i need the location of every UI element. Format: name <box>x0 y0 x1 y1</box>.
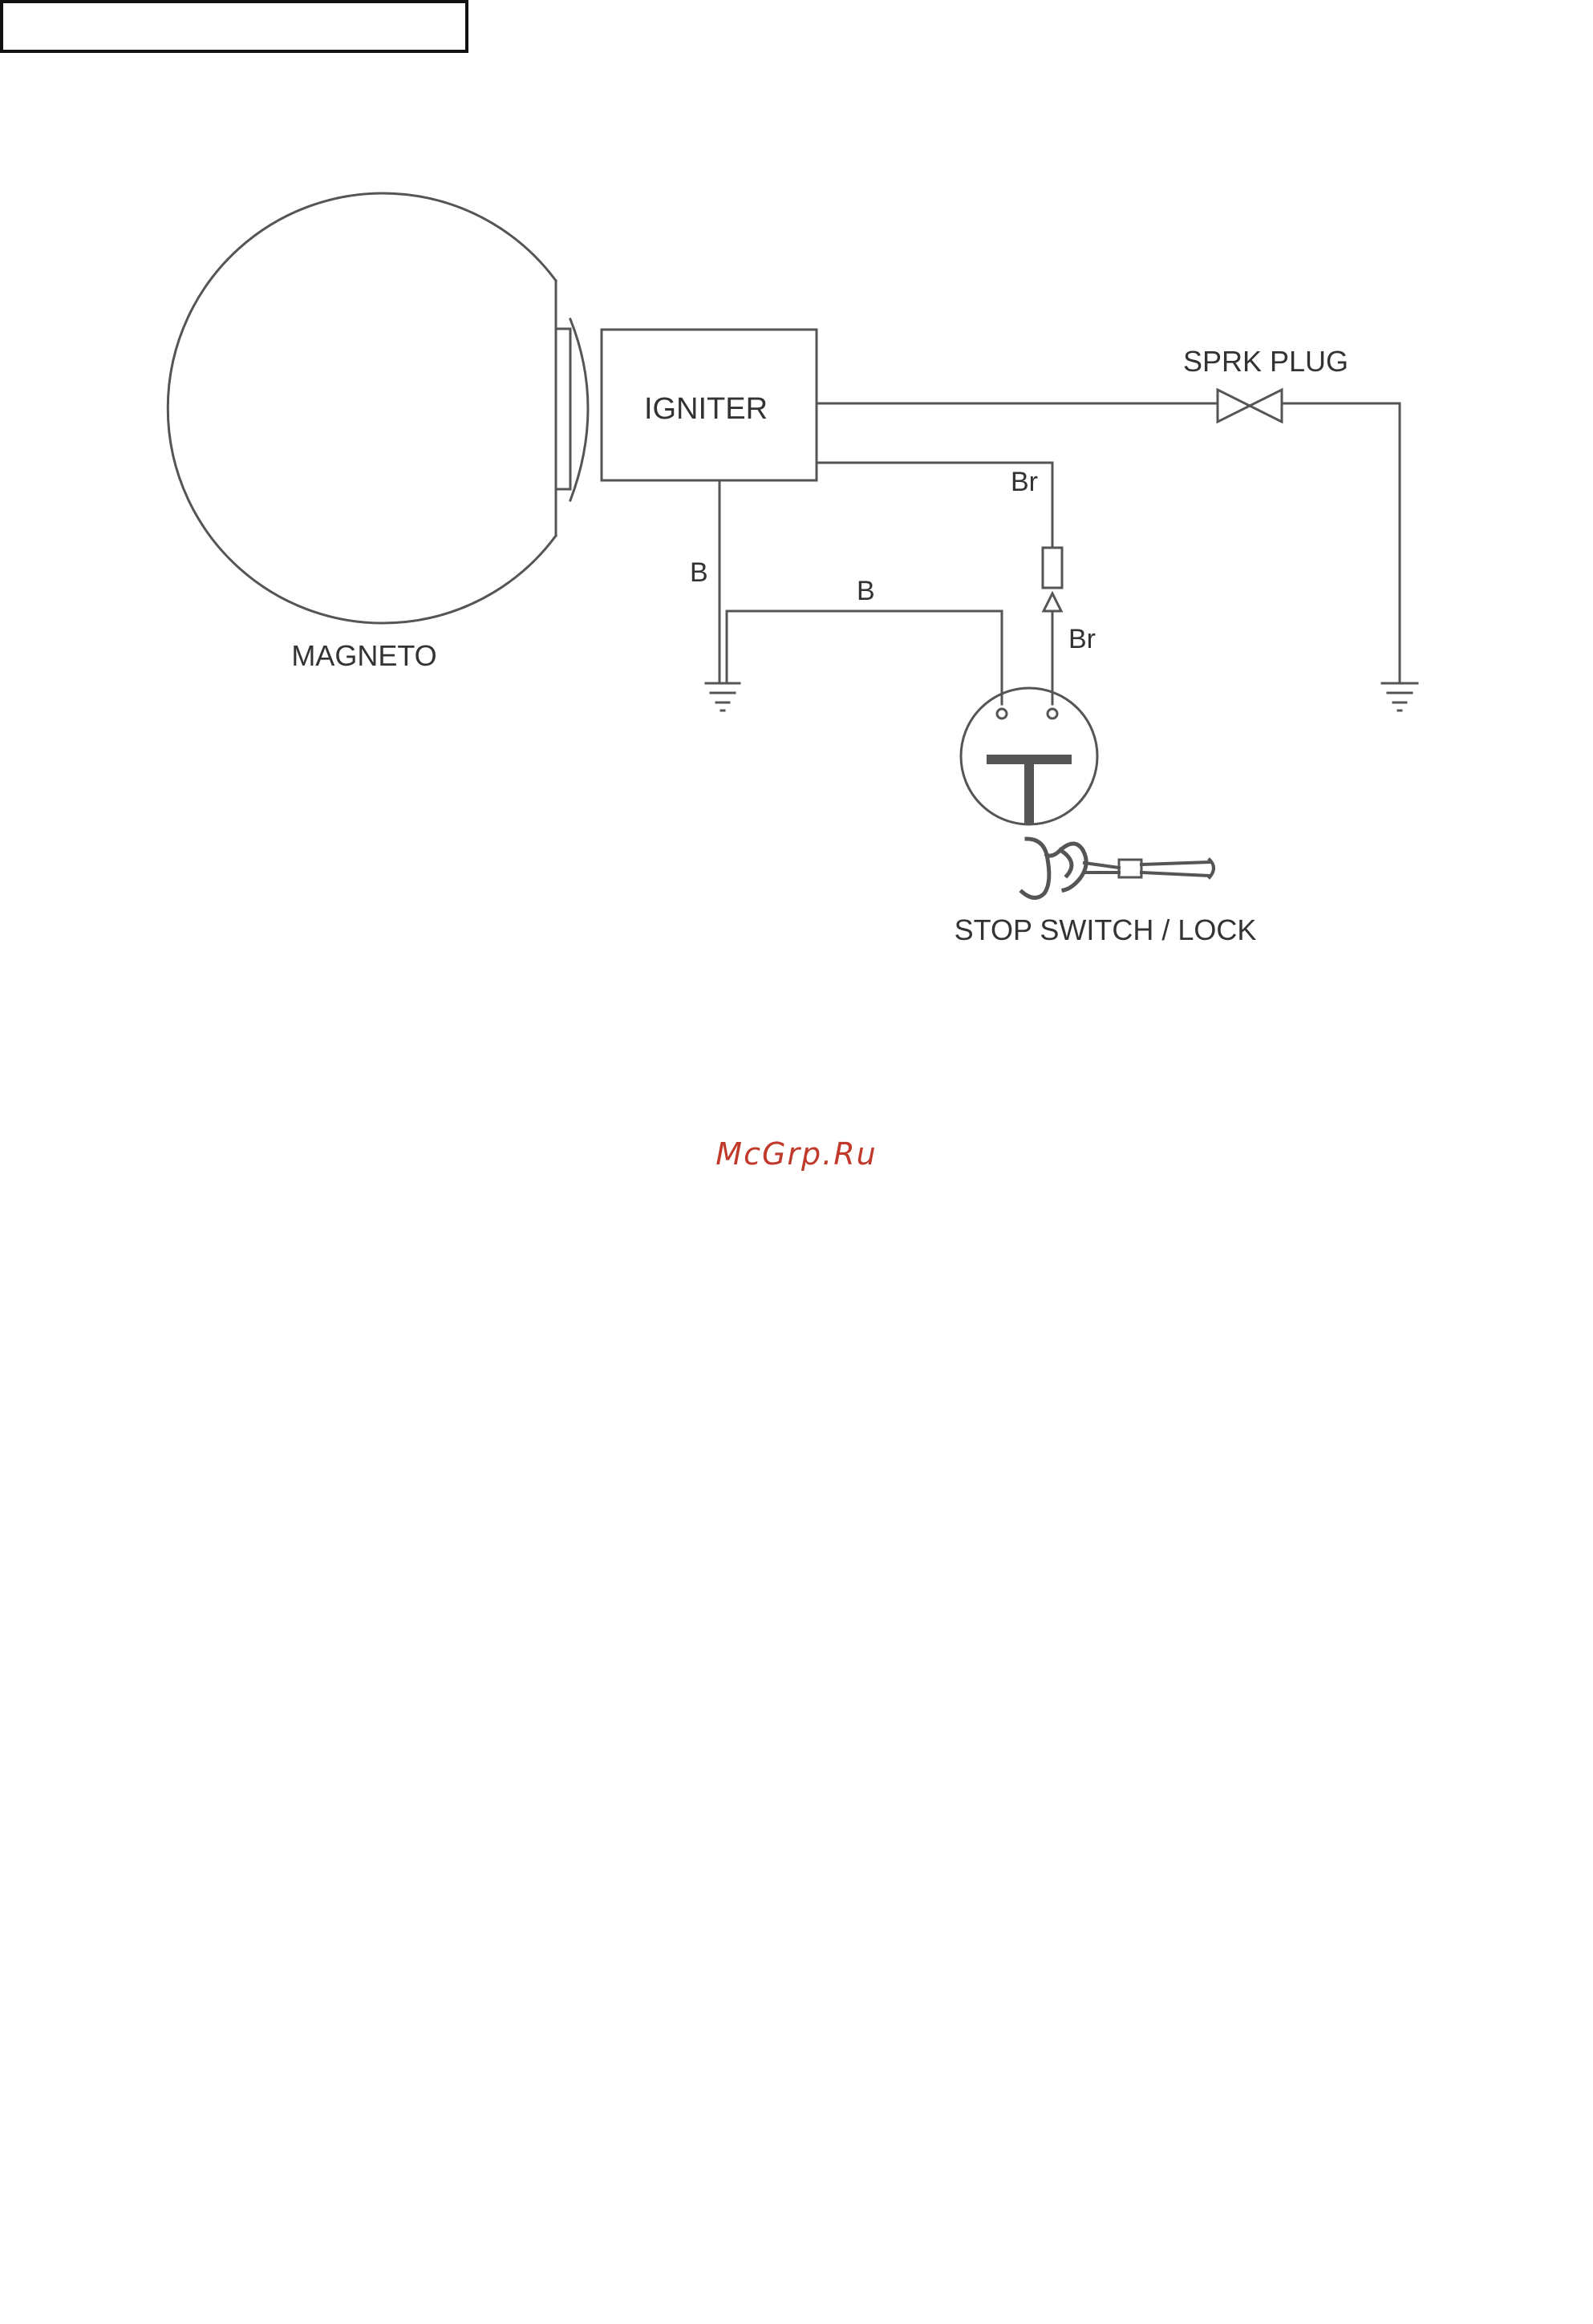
lock-lanyard <box>1084 863 1119 873</box>
spark-plug-symbol <box>1218 390 1282 422</box>
wire-label-b-switch: B <box>857 576 875 606</box>
wire-label-br-lower: Br <box>1068 624 1096 654</box>
lock-lanyard-sleeve <box>1119 860 1141 877</box>
lock-lanyard-tail <box>1141 860 1214 877</box>
wire-label-br-upper: Br <box>1011 467 1038 497</box>
switch-terminal-right <box>1048 709 1057 719</box>
magneto-coupling <box>556 329 570 489</box>
watermark-text: McGrp.Ru <box>715 1136 877 1172</box>
header-box <box>2 2 467 51</box>
stop-switch-label: STOP SWITCH / LOCK <box>955 913 1257 946</box>
magneto-coil-arc <box>570 319 588 500</box>
spark-plug-label: SPRK PLUG <box>1183 345 1348 378</box>
wire-label-b-igniter: B <box>690 557 708 588</box>
br-connector-pin <box>1044 593 1061 611</box>
magneto-circle <box>168 193 556 623</box>
switch-terminal-left <box>997 709 1007 719</box>
br-connector-socket <box>1043 548 1062 588</box>
magneto-label: MAGNETO <box>291 639 436 672</box>
switch-t-stem <box>1024 764 1034 824</box>
igniter-label: IGNITER <box>644 392 768 426</box>
switch-t-bar <box>987 755 1072 764</box>
plug-ground-symbol <box>1382 683 1417 711</box>
igniter-ground-symbol <box>706 683 740 711</box>
lock-clip <box>1022 839 1086 898</box>
